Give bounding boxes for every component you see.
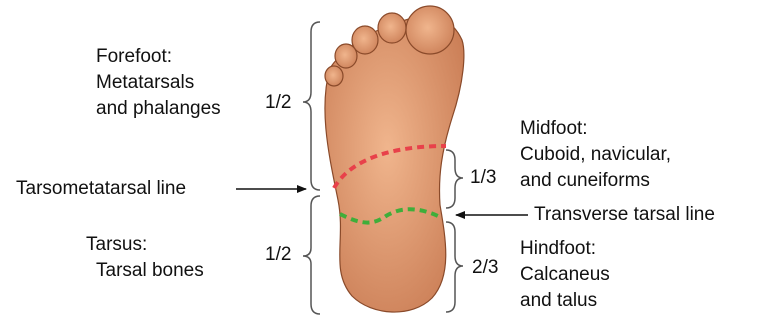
midfoot-label: Midfoot: Cuboid, navicular, and cuneifor…	[520, 116, 671, 194]
little-toe	[325, 66, 343, 86]
transverse-tarsal-label: Transverse tarsal line	[534, 202, 715, 228]
tarsometatarsal-label: Tarsometatarsal line	[16, 176, 186, 202]
midfoot-title: Midfoot:	[520, 116, 671, 142]
forefoot-title: Forefoot:	[96, 44, 221, 70]
midfoot-fraction: 1/3	[470, 165, 496, 191]
hindfoot-line2: and talus	[520, 288, 610, 314]
hindfoot-fraction: 2/3	[472, 255, 498, 281]
hindfoot-bracket	[446, 222, 463, 312]
forefoot-line1: Metatarsals	[96, 70, 221, 96]
hindfoot-title: Hindfoot:	[520, 236, 610, 262]
tarsus-label: Tarsus: Tarsal bones	[86, 232, 204, 284]
midfoot-line2: and cuneiforms	[520, 168, 671, 194]
forefoot-line2: and phalanges	[96, 96, 221, 122]
foot-illustration	[325, 6, 464, 312]
tarsus-bracket	[303, 196, 320, 314]
second-toe	[378, 13, 406, 43]
forefoot-label: Forefoot: Metatarsals and phalanges	[96, 44, 221, 122]
tarsus-title: Tarsus:	[86, 232, 204, 258]
midfoot-bracket	[446, 150, 463, 208]
hindfoot-line1: Calcaneus	[520, 262, 610, 288]
forefoot-bracket	[303, 22, 320, 190]
forefoot-fraction: 1/2	[265, 90, 291, 116]
midfoot-line1: Cuboid, navicular,	[520, 142, 671, 168]
big-toe	[406, 6, 454, 54]
fourth-toe	[335, 44, 357, 68]
hindfoot-label: Hindfoot: Calcaneus and talus	[520, 236, 610, 314]
tarsus-fraction: 1/2	[265, 242, 291, 268]
tarsus-line1: Tarsal bones	[86, 258, 204, 284]
